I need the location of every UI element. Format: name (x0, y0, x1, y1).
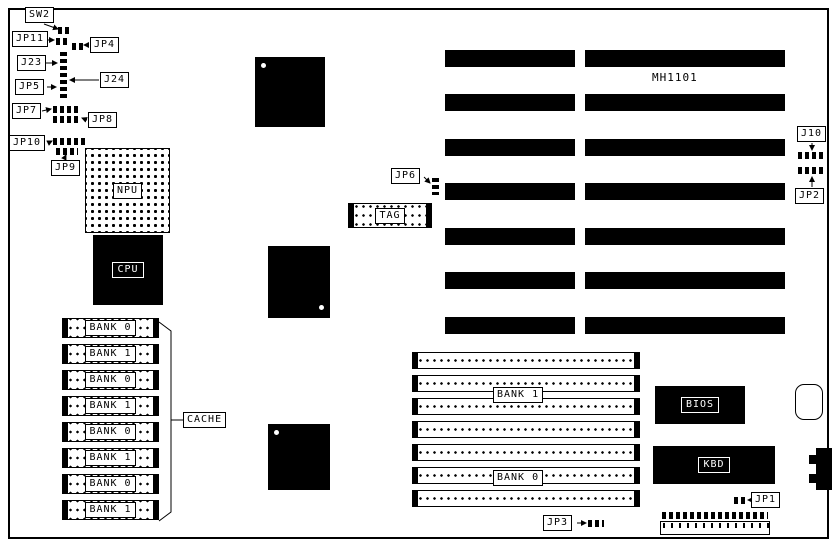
cache-socket-row: BANK 1 (62, 448, 159, 468)
keyboard-din-connector (816, 448, 832, 490)
cache-bracket (158, 321, 172, 522)
isa-slot-segment (585, 228, 785, 245)
pin1-dot (319, 305, 324, 310)
isa-slot-segment (445, 317, 575, 334)
cache-socket-row: BANK 0 (62, 474, 159, 494)
label-cache: CACHE (183, 412, 227, 428)
bios-label: BIOS (680, 397, 720, 413)
cpu-label: CPU (112, 262, 144, 278)
bank-label: BANK 0 (85, 476, 136, 492)
pin1-dot (261, 63, 266, 68)
label-jp1: JP1 (751, 492, 781, 508)
npu-socket: NPU (85, 148, 170, 233)
label-sw2: SW2 (25, 7, 55, 23)
jumper-jp2 (798, 166, 824, 174)
jumper-jp3 (588, 519, 604, 527)
kbd-controller-chip: KBD (653, 446, 775, 484)
cache-socket-row: BANK 0 (62, 318, 159, 338)
cache-socket-row: BANK 1 (62, 500, 159, 520)
label-memory-bank0: BANK 0 (493, 470, 544, 486)
board-outline (8, 8, 829, 539)
qfp-chip-top (255, 57, 325, 127)
label-jp4: JP4 (90, 37, 120, 53)
isa-slot-segment (585, 94, 785, 111)
simm-socket-row (412, 352, 640, 369)
kbd-label: KBD (698, 457, 730, 473)
cpu-chip: CPU (93, 235, 163, 305)
jumper-jp7 (53, 105, 81, 113)
power-connector (660, 521, 770, 535)
simm-socket-row (412, 444, 640, 461)
label-jp3: JP3 (543, 515, 573, 531)
simm-socket-row (412, 375, 640, 392)
simm-socket-row (412, 421, 640, 438)
header-j23-j24 (59, 52, 67, 98)
leader-jp9 (61, 154, 67, 161)
label-j23: J23 (17, 55, 47, 71)
leader-sw2 (43, 23, 59, 31)
jumper-jp10 (53, 137, 85, 145)
label-j24: J24 (100, 72, 130, 88)
jumper-jp6 (431, 178, 439, 195)
cache-socket-row: BANK 1 (62, 396, 159, 416)
isa-slot-segment (445, 50, 575, 67)
isa-slot-segment (585, 272, 785, 289)
tag-socket: TAG (348, 203, 432, 228)
tag-label: TAG (375, 207, 405, 224)
board-model-text: MH1101 (652, 71, 698, 84)
cache-socket-row: BANK 0 (62, 370, 159, 390)
label-memory-bank1: BANK 1 (493, 387, 544, 403)
bank-label: BANK 1 (85, 398, 136, 414)
isa-slot-segment (445, 139, 575, 156)
jumper-jp11 (56, 37, 68, 45)
crystal-outline (795, 384, 823, 420)
jumper-jp4 (72, 42, 84, 50)
leader-jp8 (81, 117, 88, 123)
isa-slot-segment (445, 183, 575, 200)
label-jp6: JP6 (391, 168, 421, 184)
bank-label: BANK 1 (85, 502, 136, 518)
bios-chip: BIOS (655, 386, 745, 424)
isa-slot-segment (585, 183, 785, 200)
bank-label: BANK 0 (85, 372, 136, 388)
qfp-chip-bottom (268, 424, 330, 490)
keyboard-din-pin (809, 474, 817, 483)
leader-jp7 (41, 107, 52, 114)
jumper-sw2 (58, 26, 72, 34)
label-jp8: JP8 (88, 112, 118, 128)
label-jp2: JP2 (795, 188, 825, 204)
label-jp9: JP9 (51, 160, 81, 176)
simm-socket-row (412, 490, 640, 507)
label-j10: J10 (797, 126, 827, 142)
isa-slot-segment (445, 228, 575, 245)
jumper-jp9 (56, 147, 78, 155)
jumper-jp1 (734, 496, 748, 504)
isa-slot-segment (445, 272, 575, 289)
cache-socket-row: BANK 1 (62, 344, 159, 364)
bank-label: BANK 1 (85, 450, 136, 466)
label-jp7: JP7 (12, 103, 42, 119)
isa-slot-segment (585, 317, 785, 334)
isa-slot-segment (585, 50, 785, 67)
qfp-chip-middle (268, 246, 330, 318)
keyboard-din-pin (809, 455, 817, 464)
label-jp10: JP10 (9, 135, 46, 151)
pin1-dot (274, 430, 279, 435)
cache-socket-row: BANK 0 (62, 422, 159, 442)
label-jp11: JP11 (12, 31, 49, 47)
bank-label: BANK 1 (85, 346, 136, 362)
jumper-j10 (798, 151, 824, 159)
label-jp5: JP5 (15, 79, 45, 95)
power-pin-row (662, 511, 768, 519)
bank-label: BANK 0 (85, 424, 136, 440)
leader-jp10 (46, 140, 53, 146)
isa-slot-segment (585, 139, 785, 156)
isa-slot-segment (445, 94, 575, 111)
jumper-jp8 (53, 115, 81, 123)
npu-label: NPU (112, 182, 143, 199)
leader-jp6 (423, 176, 431, 184)
bank-label: BANK 0 (85, 320, 136, 336)
